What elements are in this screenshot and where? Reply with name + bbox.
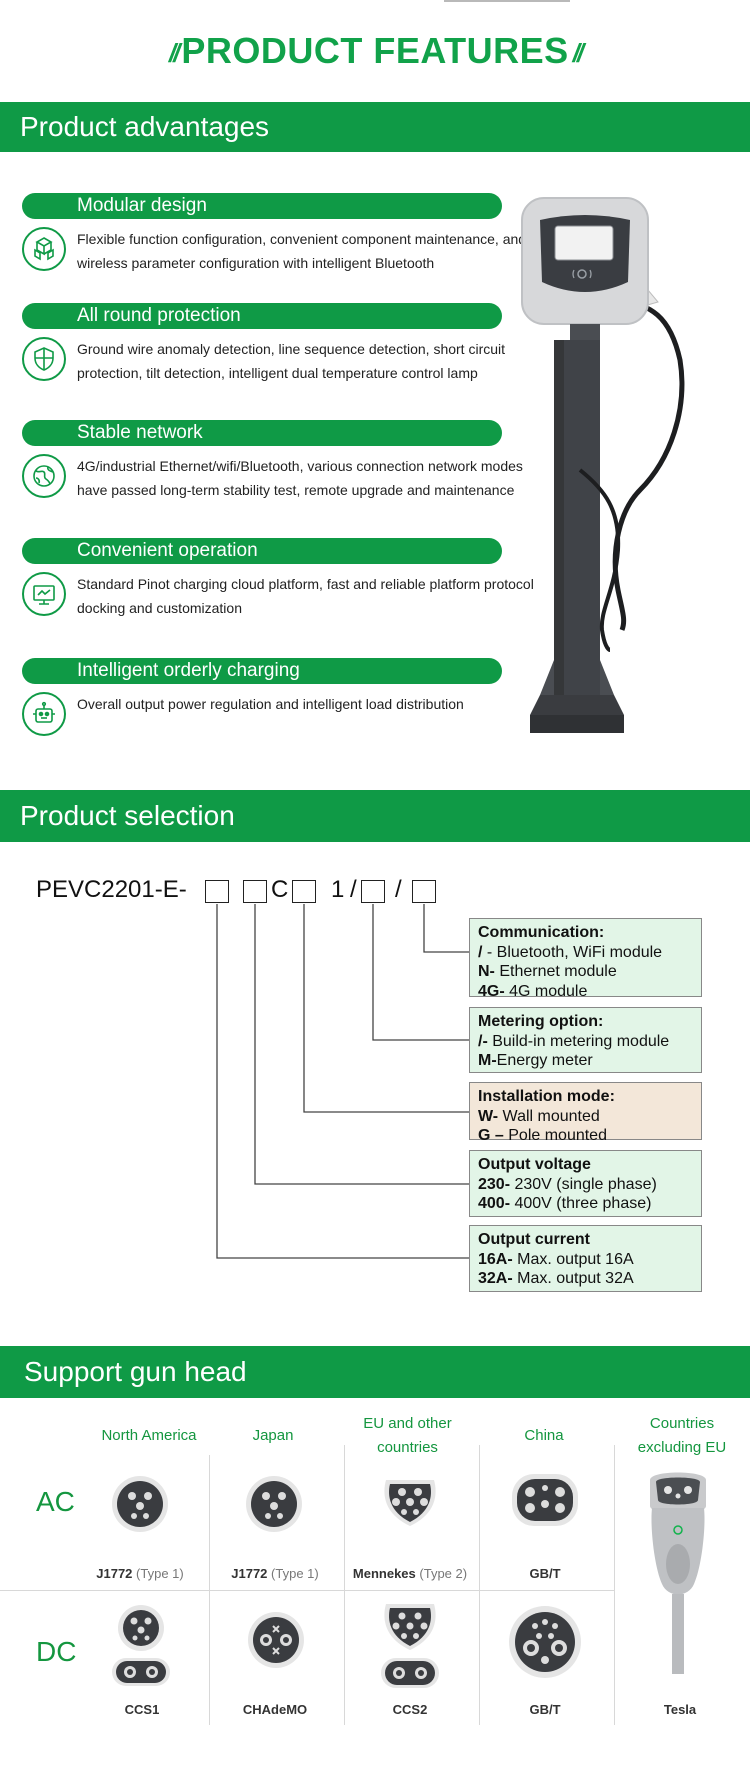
option-voltage: Output voltage 230- 230V (single phase) … xyxy=(469,1150,702,1217)
option-title: Communication: xyxy=(478,924,605,941)
advantage-title: Intelligent orderly charging xyxy=(22,658,502,684)
option-line: G – Pole mounted xyxy=(478,1127,607,1144)
advantage-title: Modular design xyxy=(22,193,502,219)
j1772-plug-icon xyxy=(246,1476,302,1532)
gbt-ac-plug-icon xyxy=(512,1474,578,1526)
region-japan: Japan xyxy=(252,1427,294,1444)
section-header-gun-head: Support gun head xyxy=(0,1346,750,1398)
ev-charger-image xyxy=(521,197,685,733)
plug-label-gbt-ac: GB/T xyxy=(529,1566,561,1581)
advantage-description: Ground wire anomaly detection, line sequ… xyxy=(77,341,506,381)
plug-label-j1772-na: J1772 (Type 1) xyxy=(96,1566,184,1581)
option-line: 32A- Max. output 32A xyxy=(478,1270,634,1287)
option-line: 4G- 4G module xyxy=(478,982,588,1000)
advantage-title: All round protection xyxy=(22,303,502,329)
plug-label-j1772-jp: J1772 (Type 1) xyxy=(231,1566,319,1581)
region-north-america: North America xyxy=(101,1427,197,1444)
option-title: Output current xyxy=(478,1231,590,1248)
option-metering: Metering option: /- Build-in metering mo… xyxy=(469,1007,702,1073)
plug-label-mennekes: Mennekes (Type 2) xyxy=(352,1566,468,1581)
ccs2-plug-icon xyxy=(381,1604,439,1688)
model-slot-metering xyxy=(361,880,385,903)
row-label-ac: AC xyxy=(36,1486,75,1517)
option-installation: Installation mode: W- Wall mounted G – P… xyxy=(469,1082,702,1144)
top-divider xyxy=(444,0,570,2)
option-line: 16A- Max. output 16A xyxy=(478,1250,634,1268)
gbt-dc-plug-icon xyxy=(509,1606,581,1678)
model-slot-current xyxy=(205,880,229,903)
grid-divider xyxy=(614,1445,615,1725)
monitor-icon xyxy=(22,572,66,616)
advantage-title: Convenient operation xyxy=(22,538,502,564)
region-china: China xyxy=(524,1427,564,1444)
option-line: W- Wall mounted xyxy=(478,1107,600,1125)
plug-label-ccs1: CCS1 xyxy=(124,1702,160,1717)
plug-label-ccs2: CCS2 xyxy=(392,1702,428,1717)
page-title: //PRODUCT FEATURES// xyxy=(168,30,585,71)
option-current: Output current 16A- Max. output 16A 32A-… xyxy=(469,1225,702,1292)
advantage-description: Overall output power regulation and inte… xyxy=(77,696,464,712)
model-slot-installation xyxy=(292,880,316,903)
section-header-advantages: Product advantages xyxy=(0,102,750,152)
tesla-plug-icon xyxy=(650,1472,706,1674)
ccs1-plug-icon xyxy=(112,1605,170,1686)
robot-icon xyxy=(22,692,66,736)
model-digit-one: 1 xyxy=(331,876,345,903)
option-communication: Communication: / - Bluetooth, WiFi modul… xyxy=(469,918,702,1000)
option-line: N- Ethernet module xyxy=(478,963,617,980)
slash-decor-left-icon: // xyxy=(168,37,181,68)
mennekes-plug-icon xyxy=(384,1480,436,1526)
model-prefix: PEVC2201-E- xyxy=(36,876,187,903)
option-title: Metering option: xyxy=(478,1013,604,1030)
globe-icon xyxy=(22,454,66,498)
option-line: / - Bluetooth, WiFi module xyxy=(478,943,663,961)
model-slot-communication xyxy=(412,880,436,903)
region-eu: EU and other countries xyxy=(363,1415,452,1456)
option-title: Installation mode: xyxy=(478,1088,615,1105)
option-line: /- Build-in metering module xyxy=(478,1032,670,1050)
j1772-plug-icon xyxy=(112,1476,168,1532)
option-line: M-Energy meter xyxy=(478,1052,593,1069)
plug-label-tesla: Tesla xyxy=(663,1702,697,1717)
grid-divider xyxy=(344,1445,345,1725)
model-slot-voltage xyxy=(243,880,267,903)
grid-divider xyxy=(0,1590,614,1591)
model-letter-c: C xyxy=(271,876,289,903)
option-title: Output voltage xyxy=(478,1156,591,1173)
model-slash-1: / xyxy=(350,876,357,903)
model-slash-2: / xyxy=(395,876,402,903)
plug-label-chademo: CHAdeMO xyxy=(242,1702,308,1717)
grid-divider xyxy=(479,1445,480,1725)
option-line: 400- 400V (three phase) xyxy=(478,1195,652,1212)
row-label-dc: DC xyxy=(36,1636,77,1667)
plug-label-gbt-dc: GB/T xyxy=(529,1702,561,1717)
advantage-description: 4G/industrial Ethernet/wifi/Bluetooth, v… xyxy=(77,458,523,498)
chademo-plug-icon xyxy=(248,1612,304,1668)
region-excluding-eu: Countries excluding EU xyxy=(637,1415,727,1456)
option-line: 230- 230V (single phase) xyxy=(478,1175,657,1193)
advantage-title: Stable network xyxy=(22,420,502,446)
advantage-description: Standard Pinot charging cloud platform, … xyxy=(77,576,534,616)
section-header-selection: Product selection xyxy=(0,790,750,842)
slash-decor-right-icon: // xyxy=(572,37,585,68)
shield-icon xyxy=(22,337,66,381)
cubes-icon xyxy=(22,227,66,271)
advantage-description: Flexible function configuration, conveni… xyxy=(77,231,527,271)
